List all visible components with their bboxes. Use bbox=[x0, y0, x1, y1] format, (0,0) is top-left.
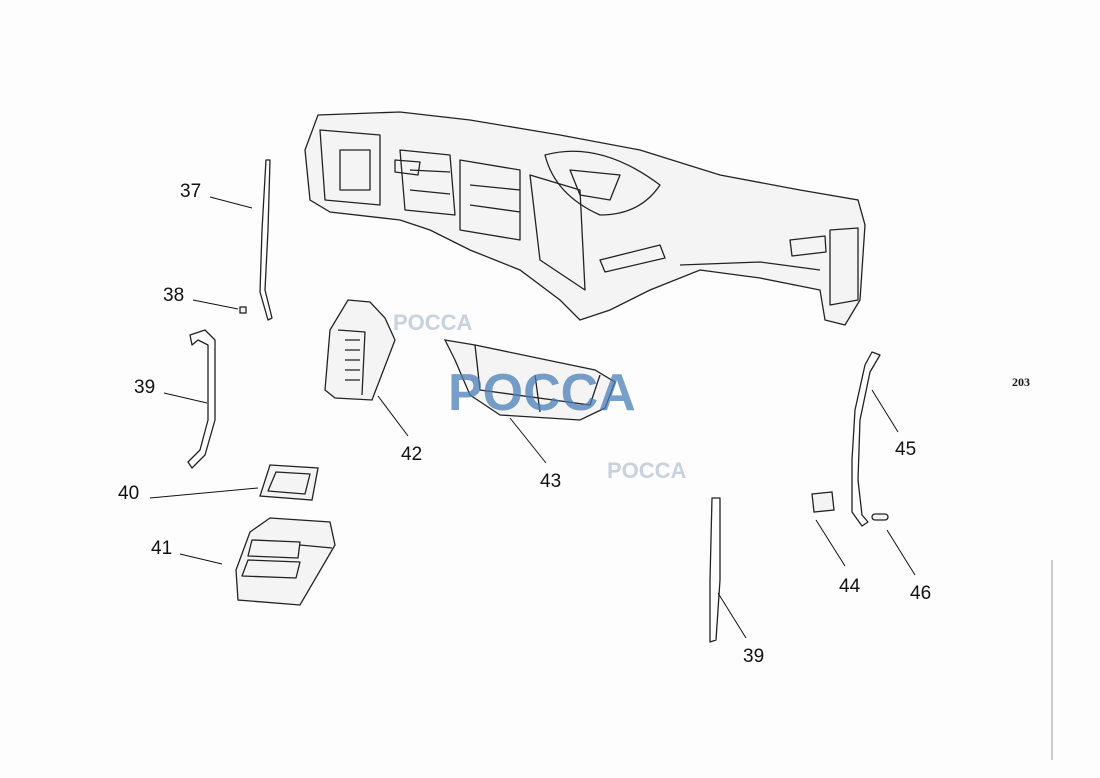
leader-lines bbox=[149, 196, 916, 639]
console-41 bbox=[235, 517, 336, 606]
clip-38 bbox=[239, 306, 247, 314]
callout-37: 37 bbox=[180, 181, 201, 202]
callout-43: 43 bbox=[540, 471, 561, 492]
callout-40: 40 bbox=[118, 483, 139, 504]
svg-text:POCCA: POCCA bbox=[607, 458, 687, 483]
callout-41: 41 bbox=[151, 538, 172, 559]
tray-43 bbox=[443, 339, 616, 421]
callout-46: 46 bbox=[910, 583, 931, 604]
vent-housing-42 bbox=[324, 299, 396, 401]
svg-text:POCCA: POCCA bbox=[393, 310, 473, 335]
clip-44 bbox=[811, 491, 835, 513]
pin-46 bbox=[871, 513, 889, 521]
trim-strip-37 bbox=[259, 159, 273, 321]
svg-text:POCCA: POCCA bbox=[448, 364, 636, 422]
watermark: POCCA POCCA POCCA bbox=[393, 310, 687, 483]
callout-39-right: 39 bbox=[743, 646, 764, 667]
callout-39: 39 bbox=[134, 377, 155, 398]
bezel-40 bbox=[259, 464, 319, 501]
dashboard-panel bbox=[304, 111, 866, 326]
callout-42: 42 bbox=[401, 444, 422, 465]
strip-45 bbox=[851, 351, 881, 527]
page-number: 203 bbox=[1012, 375, 1030, 389]
strip-39-right bbox=[709, 497, 721, 643]
callout-45: 45 bbox=[895, 439, 916, 460]
strip-39-left bbox=[187, 329, 216, 469]
callout-44: 44 bbox=[839, 576, 861, 597]
callout-38: 38 bbox=[163, 285, 184, 306]
